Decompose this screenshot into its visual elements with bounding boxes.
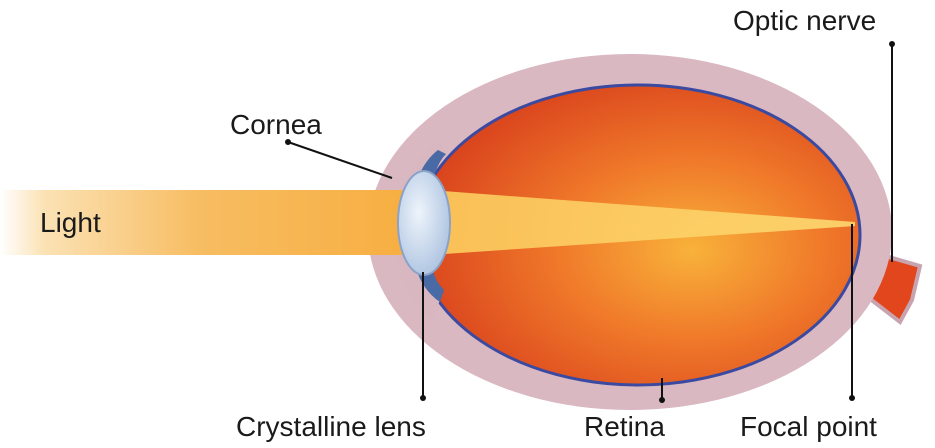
cornea-leader [288,142,392,178]
label-light: Light [40,207,101,238]
label-retina: Retina [584,411,665,442]
focal-point-dot [849,395,855,401]
retina-dot [659,397,665,403]
optic-nerve-dot [889,41,895,47]
label-focal-point: Focal point [740,411,877,442]
crystalline-lens-shape [398,171,450,275]
label-optic-nerve: Optic nerve [733,5,876,36]
label-crystalline-lens: Crystalline lens [236,411,426,442]
label-cornea: Cornea [230,109,322,140]
crystalline-lens-dot [420,395,426,401]
